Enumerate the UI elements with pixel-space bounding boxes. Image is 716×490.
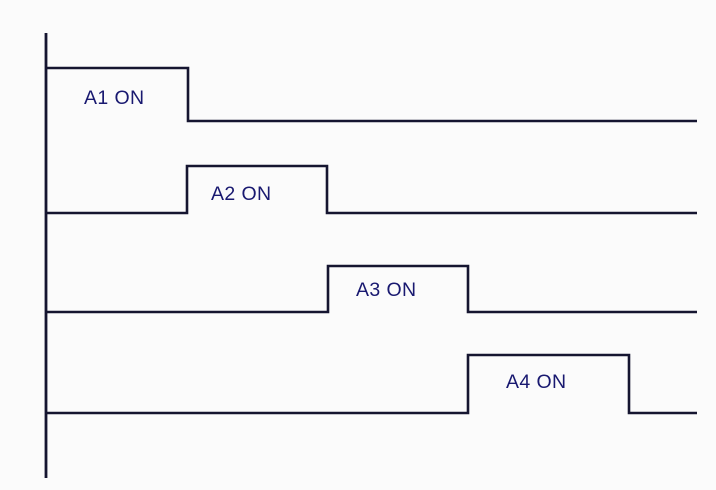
waveform-label-a3: A3 ON — [356, 279, 417, 301]
waveform-a4 — [46, 353, 697, 415]
waveform-label-a2: A2 ON — [211, 183, 272, 205]
waveform-label-a4: A4 ON — [506, 371, 567, 393]
waveform-a3 — [46, 264, 697, 314]
waveform-a1 — [46, 66, 697, 123]
waveform-a2 — [46, 164, 697, 215]
waveform-label-a1: A1 ON — [84, 87, 145, 109]
